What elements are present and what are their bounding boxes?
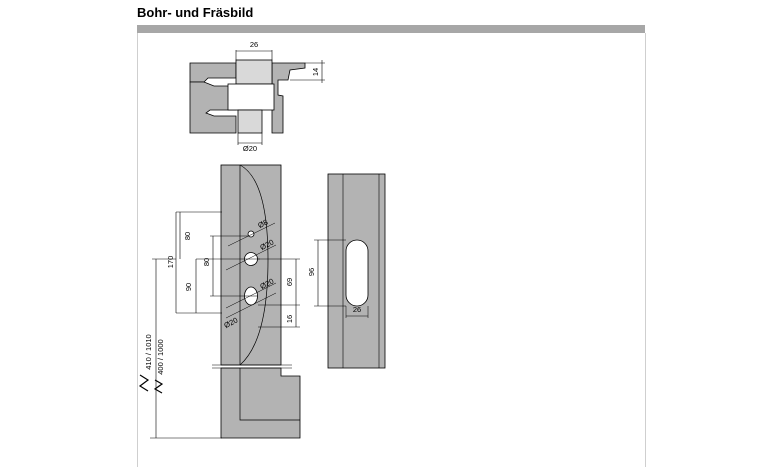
dim-410-1010: 410 / 1010 <box>144 334 153 369</box>
top-depth-label: 14 <box>311 68 320 76</box>
dia-8-label: Ø8 <box>256 217 269 230</box>
dim-170: 170 <box>166 256 175 269</box>
top-section-view <box>189 50 325 145</box>
header-bar <box>137 25 645 33</box>
frame-right-border <box>645 33 646 467</box>
slot-width-label: 26 <box>353 305 361 314</box>
dim-400-1000: 400 / 1000 <box>156 339 165 374</box>
dim-69: 69 <box>285 278 294 286</box>
dim-90: 90 <box>184 283 193 291</box>
dim-80-upper: 80 <box>183 232 192 240</box>
slot-height-label: 96 <box>307 268 316 276</box>
frame-left-border <box>137 33 138 467</box>
dim-16: 16 <box>285 315 294 323</box>
side-view <box>314 173 386 369</box>
top-bore-label: Ø20 <box>243 144 257 153</box>
page-title: Bohr- und Fräsbild <box>137 5 254 20</box>
front-view <box>138 164 301 439</box>
top-width-label: 26 <box>250 40 258 49</box>
dim-80-inner: 80 <box>202 258 211 266</box>
